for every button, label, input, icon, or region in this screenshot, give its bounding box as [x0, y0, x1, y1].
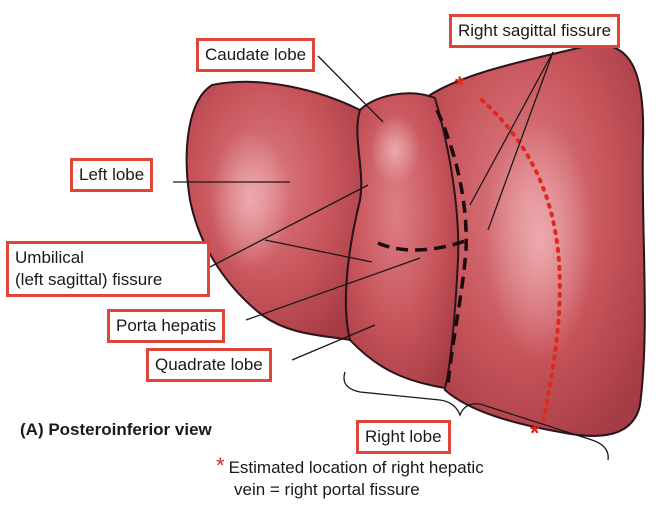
leader-quadrate [291, 324, 376, 361]
fissure-vertical-dash [435, 109, 468, 386]
quadrate-lobe-label: Quadrate lobe [146, 348, 272, 382]
leader-rsf-2 [487, 51, 554, 231]
leader-umbilical-1 [207, 184, 369, 269]
asterisk-bottom: * [530, 420, 540, 447]
left-lobe-label: Left lobe [70, 158, 154, 192]
leader-caudate [317, 55, 384, 123]
porta-hepatis-label: Porta hepatis [107, 309, 226, 343]
right-portal-fissure-line [480, 98, 562, 422]
umbilical-label-line1: Umbilical [15, 248, 84, 267]
view-caption: (A) Posteroinferior view [20, 420, 212, 439]
footnote-line2: vein = right portal fissure [234, 480, 420, 499]
footnote-asterisk: * [216, 453, 225, 478]
right-sagittal-fissure-label: Right sagittal fissure [449, 14, 621, 48]
umbilical-label-line2: (left sagittal) fissure [15, 270, 163, 289]
umbilical-fissure-label: Umbilical (left sagittal) fissure [6, 241, 210, 297]
right-lobe-bracket [343, 371, 609, 461]
asterisk-top: * [455, 72, 465, 99]
leader-porta [245, 257, 421, 321]
footnote-line1: Estimated location of right hepatic [228, 458, 484, 477]
caudate-lobe-label: Caudate lobe [196, 38, 316, 72]
fissure-horizontal-dash [377, 238, 469, 252]
leader-rsf-1 [469, 51, 554, 206]
right-lobe-label: Right lobe [356, 420, 451, 454]
asterisk-footnote: *Estimated location of right hepatic vei… [216, 455, 484, 501]
leader-umbilical-2 [264, 239, 373, 263]
